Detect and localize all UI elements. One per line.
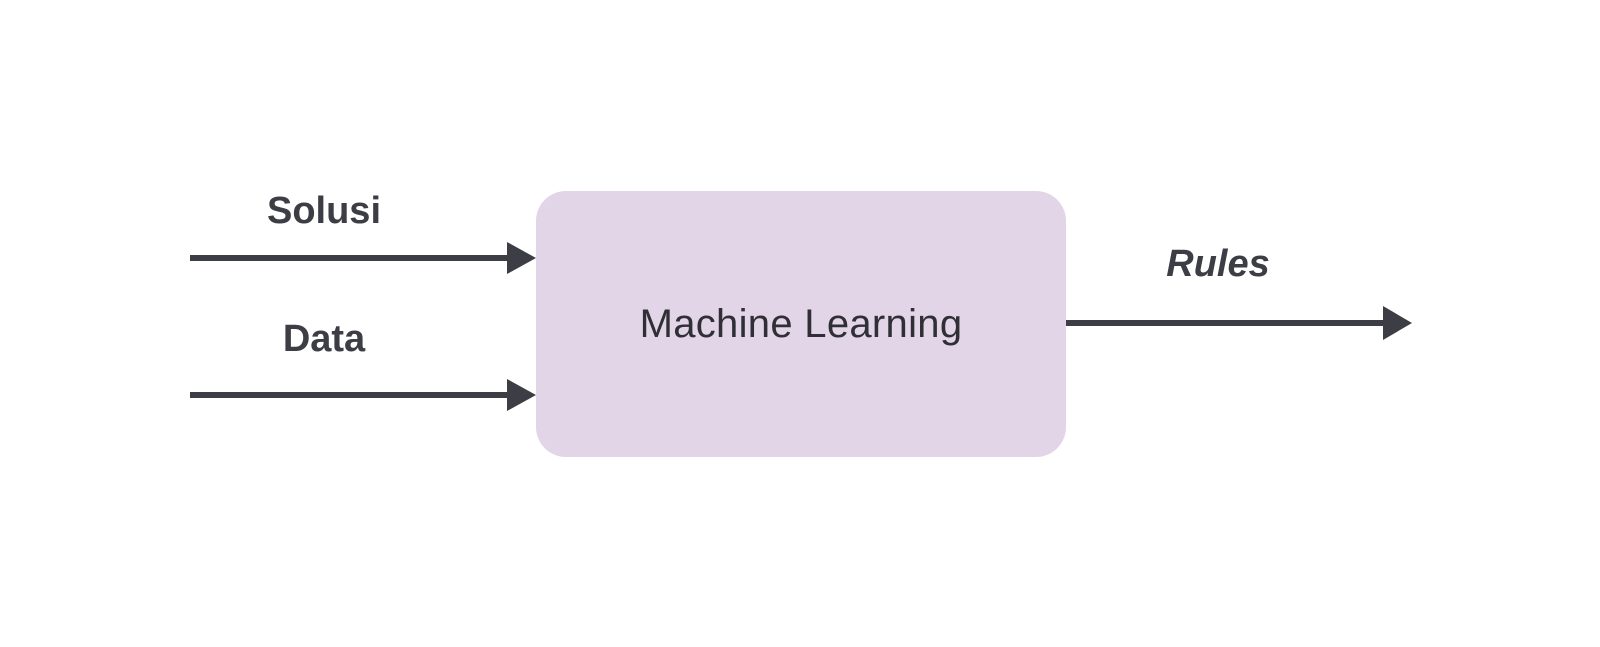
arrow-head xyxy=(507,242,536,274)
arrow-head xyxy=(1383,306,1412,340)
machine-learning-box: Machine Learning xyxy=(536,191,1066,457)
input-label-solusi: Solusi xyxy=(266,190,382,232)
output-arrow-rules xyxy=(1066,306,1412,340)
process-label: Machine Learning xyxy=(639,301,963,346)
input-arrow-solusi xyxy=(190,242,536,274)
input-label-data: Data xyxy=(282,318,366,360)
input-arrow-data xyxy=(190,379,536,411)
output-label-rules: Rules xyxy=(1166,243,1270,285)
arrow-head xyxy=(507,379,536,411)
